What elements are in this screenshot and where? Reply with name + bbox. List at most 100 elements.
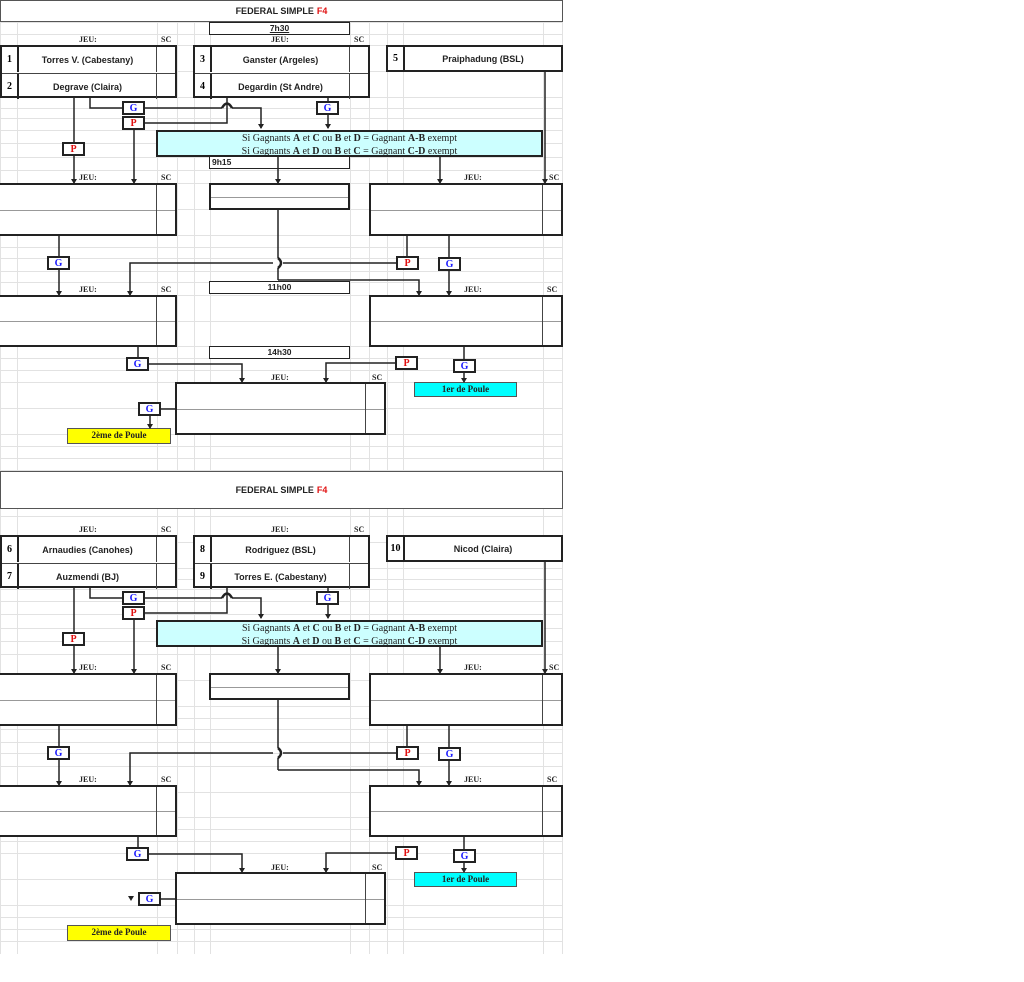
- rule-fragment: et: [300, 133, 313, 144]
- row-divider: [371, 321, 561, 322]
- rule-fragment: D: [353, 623, 361, 634]
- rule-fragment: et: [300, 146, 313, 157]
- score-header: SC: [549, 173, 560, 182]
- score-cell[interactable]: [349, 564, 368, 589]
- rule-fragment: exempt: [425, 636, 458, 647]
- winner-tag: G: [138, 402, 161, 416]
- rule-fragment: et: [341, 623, 354, 634]
- match-round2-center[interactable]: [209, 673, 350, 700]
- winner-tag: G: [316, 101, 339, 115]
- match-round3-left[interactable]: [0, 295, 177, 347]
- rule-fragment: ou: [319, 133, 335, 144]
- player-name: Arnaudies (Canohes): [42, 544, 133, 555]
- player-name: Torres E. (Cabestany): [234, 571, 327, 582]
- match-round2-right[interactable]: [369, 673, 563, 726]
- first-place-label: 1er de Poule: [414, 382, 517, 397]
- score-header: SC: [547, 285, 558, 294]
- row-divider: [371, 209, 561, 211]
- match-round2-left[interactable]: [0, 183, 177, 236]
- rule-fragment: et: [300, 636, 313, 647]
- score-column[interactable]: [542, 675, 543, 724]
- row-divider: [0, 699, 175, 701]
- score-cell[interactable]: [349, 537, 368, 562]
- loser-tag: P: [122, 116, 145, 130]
- score-cell[interactable]: [349, 74, 368, 99]
- row-divider: [0, 321, 175, 322]
- rule-fragment: = Gagnant: [360, 623, 408, 634]
- winner-tag: G: [126, 847, 149, 861]
- score-header: SC: [547, 775, 558, 784]
- title-text: FEDERAL SIMPLE: [235, 6, 314, 16]
- match-round3-right[interactable]: [369, 295, 563, 347]
- score-column[interactable]: [365, 874, 366, 923]
- match-final[interactable]: [175, 872, 386, 925]
- score-column[interactable]: [156, 185, 157, 234]
- seed-number: 3: [195, 47, 212, 72]
- player-row[interactable]: 3 Ganster (Argeles): [195, 47, 368, 72]
- seed-number: 4: [195, 74, 212, 99]
- winner-tag: G: [453, 359, 476, 373]
- score-column[interactable]: [542, 185, 543, 234]
- score-column[interactable]: [542, 297, 543, 345]
- rule-fragment: C: [312, 623, 320, 634]
- loser-tag: P: [122, 606, 145, 620]
- player-name: Ganster (Argeles): [242, 54, 319, 65]
- winner-tag: G: [47, 256, 70, 270]
- time-slot-4: 14h30: [209, 346, 350, 359]
- match-round3-left[interactable]: [0, 785, 177, 837]
- score-cell[interactable]: [156, 564, 175, 589]
- rule-fragment: = Gagnant: [360, 133, 408, 144]
- seed-number: 6: [2, 537, 19, 562]
- winner-tag: G: [122, 591, 145, 605]
- score-column[interactable]: [156, 675, 157, 724]
- player-name: Rodriguez (BSL): [245, 544, 316, 555]
- rule-fragment: exempt: [425, 133, 458, 144]
- jeu-header: JEU:: [271, 863, 289, 872]
- rule-line: Si Gagnants A et C ou B et D = Gagnant A…: [158, 622, 541, 635]
- match-round2-center[interactable]: [209, 183, 350, 210]
- time-slot-3: 11h00: [209, 281, 350, 294]
- row-divider: [371, 811, 561, 812]
- score-column[interactable]: [542, 787, 543, 835]
- rule-fragment: et: [341, 636, 354, 647]
- rule-fragment: exempt: [425, 623, 458, 634]
- rule-note: Si Gagnants A et C ou B et D = Gagnant A…: [156, 130, 543, 157]
- score-column[interactable]: [156, 297, 157, 345]
- score-column[interactable]: [156, 787, 157, 835]
- winner-tag: G: [453, 849, 476, 863]
- score-cell[interactable]: [156, 47, 175, 72]
- score-cell[interactable]: [156, 537, 175, 562]
- rule-fragment: = Gagnant: [360, 146, 408, 157]
- rule-fragment: C-D: [407, 636, 426, 647]
- player-row[interactable]: 6 Arnaudies (Canohes): [2, 537, 175, 562]
- rule-fragment: Si Gagnants: [241, 636, 293, 647]
- match-round3-right[interactable]: [369, 785, 563, 837]
- score-cell[interactable]: [349, 47, 368, 72]
- score-header: SC: [354, 35, 365, 44]
- row-divider: [177, 898, 384, 900]
- rule-fragment: ou: [319, 636, 335, 647]
- match-round2-left[interactable]: [0, 673, 177, 726]
- jeu-header: JEU:: [464, 663, 482, 672]
- score-column[interactable]: [365, 384, 366, 433]
- row-divider: [211, 196, 348, 198]
- row-divider: [211, 686, 348, 688]
- loser-tag: P: [62, 632, 85, 646]
- jeu-header: JEU:: [79, 285, 97, 294]
- match-round2-right[interactable]: [369, 183, 563, 236]
- match-final[interactable]: [175, 382, 386, 435]
- score-cell[interactable]: [156, 74, 175, 99]
- seed-number: 5: [388, 47, 405, 70]
